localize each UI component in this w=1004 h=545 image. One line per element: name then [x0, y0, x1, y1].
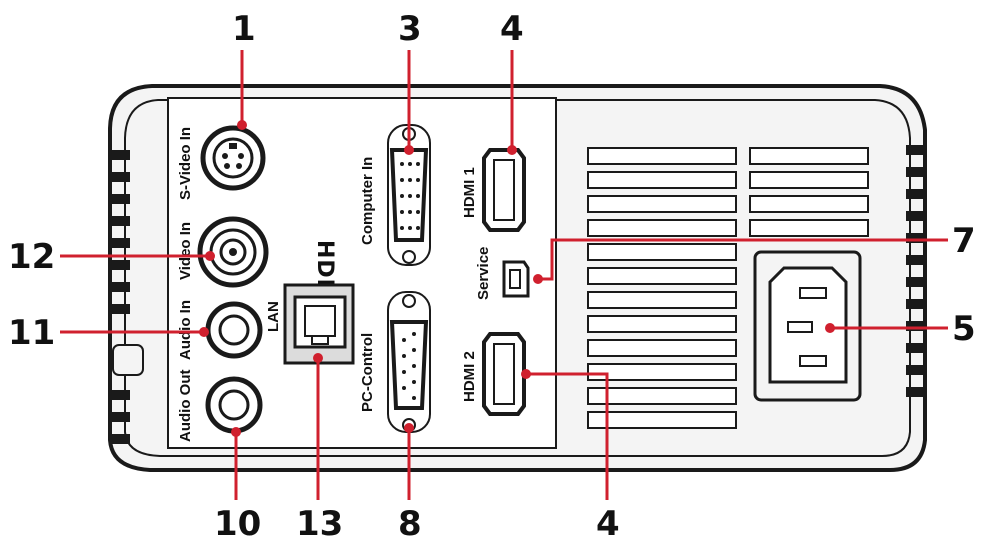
callout-4-bottom: 4 [596, 504, 620, 544]
label-service: Service [475, 247, 492, 300]
label-s-video-in: S-Video In [177, 127, 194, 200]
label-lan: LAN [265, 301, 282, 332]
label-hdmi-2: HDMI 2 [461, 351, 478, 402]
leader-7 [540, 238, 948, 281]
hdmi-2-port [482, 332, 526, 416]
label-video-in: Video In [177, 222, 194, 280]
leader-4-bottom [526, 372, 609, 500]
callout-12: 12 [8, 237, 55, 277]
callout-13: 13 [296, 504, 343, 544]
lan-port [283, 283, 355, 365]
left-vent-grille [112, 150, 130, 444]
label-audio-out: Audio Out [177, 370, 194, 442]
power-inlet [753, 250, 862, 402]
leader-dots [199, 120, 835, 437]
callout-10: 10 [214, 504, 261, 544]
pc-control-serial-port [387, 291, 431, 433]
s-video-jack [200, 125, 266, 191]
service-usb-port [502, 260, 530, 298]
audio-out-jack [205, 376, 263, 434]
leader-lines [60, 50, 948, 500]
callout-5: 5 [952, 309, 976, 349]
audio-in-jack [205, 301, 263, 359]
callout-4-top: 4 [500, 9, 524, 49]
hdmi-1-port [482, 148, 526, 232]
callout-1: 1 [232, 9, 256, 49]
label-hdmi-1: HDMI 1 [461, 167, 478, 218]
callout-3: 3 [398, 9, 422, 49]
callout-7: 7 [952, 221, 976, 261]
callout-11: 11 [8, 313, 55, 353]
video-in-jack [197, 216, 269, 288]
computer-in-vga-port [387, 124, 431, 266]
label-computer-in: Computer In [359, 157, 376, 245]
left-slot [112, 344, 144, 376]
right-vent-grille [906, 145, 924, 397]
label-pc-control: PC-Control [359, 333, 376, 412]
callout-8: 8 [398, 504, 422, 544]
label-audio-in: Audio In [177, 300, 194, 360]
center-vent-slots [587, 147, 869, 429]
